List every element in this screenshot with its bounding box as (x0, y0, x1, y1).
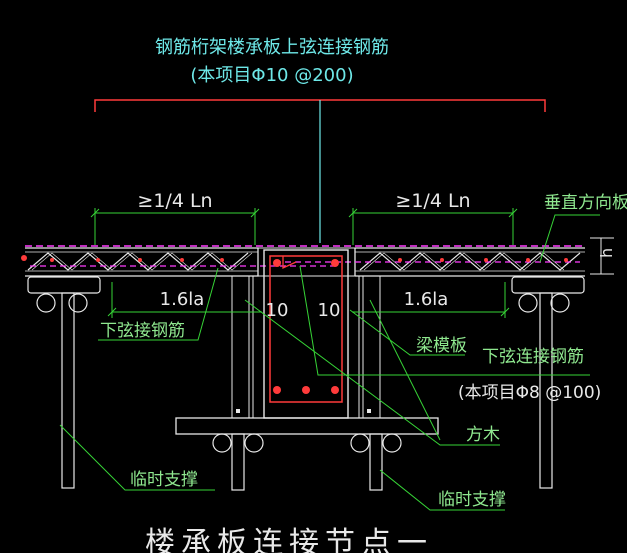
beam-rebar-dots (273, 259, 339, 394)
beam (252, 249, 360, 419)
label-bottom-chord-right-spec: (本项目Φ8 @100) (458, 383, 601, 403)
post-marks (236, 409, 371, 413)
dim-quarter-right (348, 208, 518, 245)
dim-height (590, 237, 614, 275)
support-under-beam (212, 433, 402, 491)
label-bottom-chord-right: 下弦连接钢筋 (482, 347, 584, 367)
slab-left (25, 247, 259, 277)
beam-bottom-board (175, 417, 439, 435)
label-bottom-chord-left: 下弦接钢筋 (100, 321, 185, 341)
dim-quarter-right-text: ≥1/4 Ln (395, 190, 470, 212)
beam-cover-left: 10 (266, 300, 289, 321)
beam-cover-right: 10 (318, 300, 341, 321)
top-label-line1: 钢筋桁架楼承板上弦连接钢筋 (155, 37, 389, 58)
label-temp-support-left: 临时支撑 (130, 470, 198, 490)
support-left (27, 276, 101, 489)
slab-rebar-dots (21, 255, 568, 262)
support-right (511, 276, 585, 489)
dim-quarter-left (90, 208, 260, 245)
beam-side-posts (231, 275, 381, 419)
dim-la-left (107, 282, 262, 318)
height-symbol: h (597, 248, 616, 258)
leader-lines (59, 214, 600, 511)
label-timber: 方木 (466, 425, 500, 445)
dim-la-left-text: 1.6la (160, 289, 205, 310)
drawing-title: 楼承板连接节点一 (145, 526, 433, 553)
label-beam-formwork: 梁模板 (416, 336, 467, 356)
dim-la-right-text: 1.6la (404, 289, 449, 310)
dim-la-right (352, 282, 510, 318)
label-temp-support-right: 临时支撑 (438, 490, 506, 510)
label-vertical-slab-rebar: 垂直方向板筋 (544, 193, 627, 213)
dim-quarter-left-text: ≥1/4 Ln (137, 190, 212, 212)
top-label-line2: (本项目Φ10 @200) (190, 65, 353, 86)
